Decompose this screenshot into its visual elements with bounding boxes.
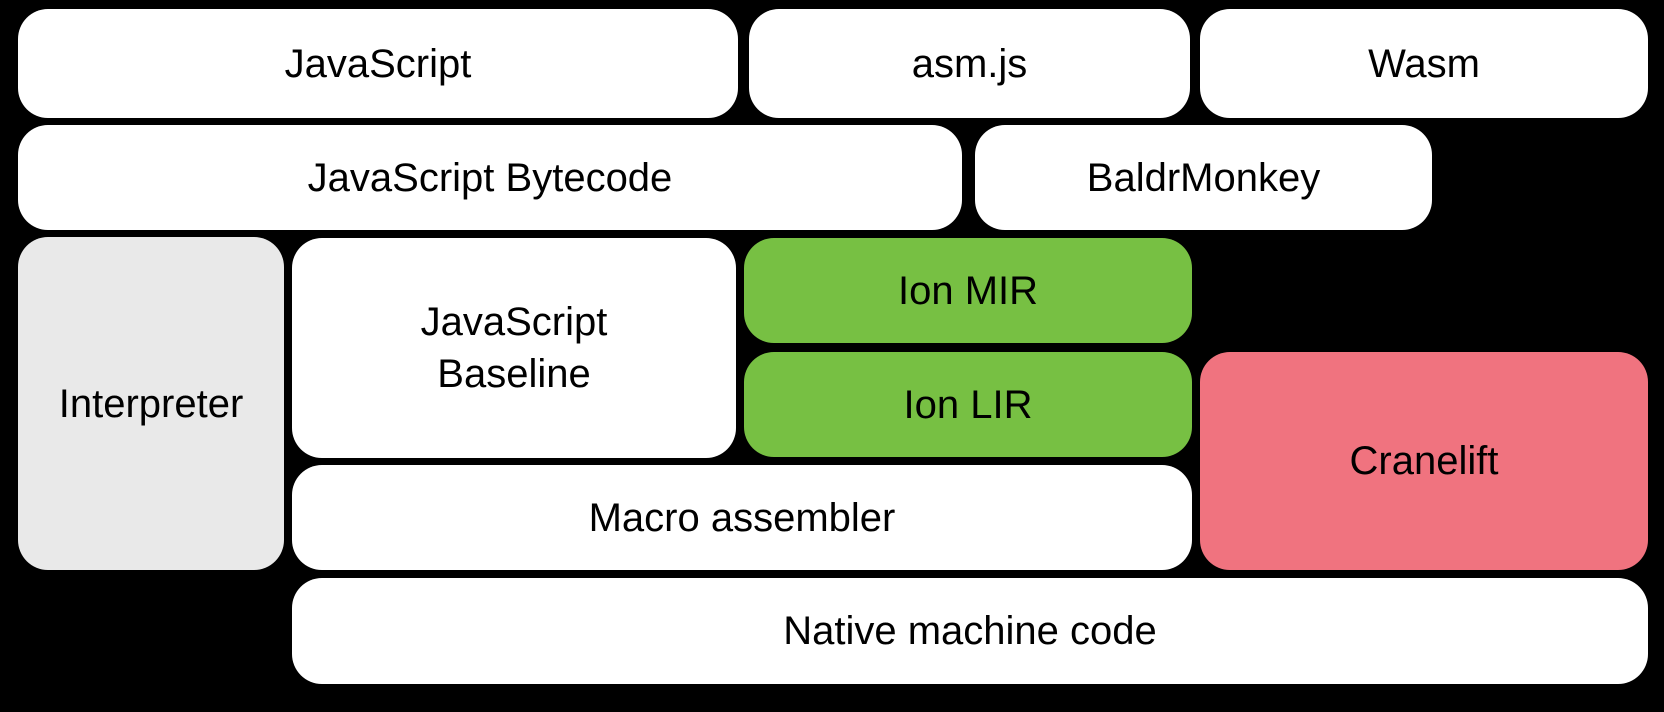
box-cranelift-label: Cranelift [1349,439,1499,483]
box-native-machine-code-label: Native machine code [783,609,1157,653]
box-macro-assembler: Macro assembler [292,465,1192,570]
box-ion-lir: Ion LIR [744,352,1192,457]
box-wasm: Wasm [1200,9,1648,118]
box-asmjs: asm.js [749,9,1190,118]
box-baldrmonkey: BaldrMonkey [975,125,1432,230]
box-native-machine-code: Native machine code [292,578,1648,684]
box-wasm-label: Wasm [1368,41,1480,86]
box-javascript-baseline: JavaScript Baseline [292,238,736,458]
box-ion-lir-label: Ion LIR [903,382,1033,427]
box-javascript-bytecode-label: JavaScript Bytecode [307,155,673,200]
box-macro-assembler-label: Macro assembler [588,495,896,540]
box-asmjs-label: asm.js [911,41,1028,86]
box-javascript-baseline-label: JavaScript Baseline [420,300,608,396]
box-interpreter: Interpreter [18,237,284,570]
box-baldrmonkey-label: BaldrMonkey [1086,155,1321,200]
box-javascript-bytecode: JavaScript Bytecode [18,125,962,230]
box-javascript: JavaScript [18,9,738,118]
box-ion-mir-label: Ion MIR [897,268,1039,313]
box-javascript-label: JavaScript [284,41,472,86]
box-ion-mir: Ion MIR [744,238,1192,343]
box-interpreter-label: Interpreter [58,381,244,426]
box-cranelift: Cranelift [1200,352,1648,570]
